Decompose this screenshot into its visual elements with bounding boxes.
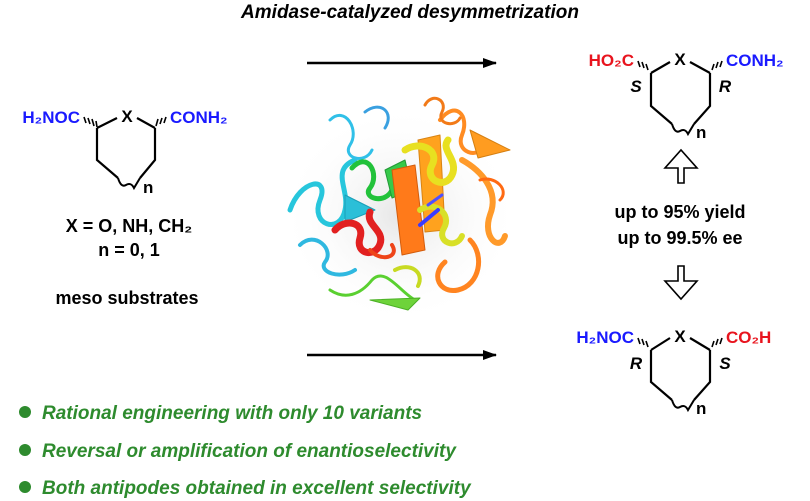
- product-bottom-hashed-wedges: [637, 337, 723, 348]
- substrate-structure: H₂NOC X CONH₂ n: [22, 107, 227, 197]
- product-top-right-stereo: R: [719, 77, 732, 96]
- substrate-ring-bonds: [95, 117, 157, 191]
- substrate-hashed-wedges: [83, 116, 167, 128]
- product-bottom-ring-index: n: [696, 399, 706, 418]
- substrate-ring-index: n: [143, 178, 153, 197]
- substrate-caption: meso substrates: [55, 288, 198, 308]
- product-bottom-structure: H₂NOC X CO₂H R S n: [576, 327, 771, 418]
- product-top-ring-index: n: [696, 123, 706, 142]
- enzyme-structure-image: [280, 96, 520, 325]
- bullet-dot-icon: [19, 444, 31, 456]
- product-bottom-left-stereo: R: [630, 354, 643, 373]
- product-bottom-right-group: CO₂H: [726, 328, 771, 347]
- substrate-x-definition: X = O, NH, CH₂: [66, 216, 193, 236]
- product-bottom-ring-bonds: [649, 337, 712, 413]
- substrate-right-group: CONH₂: [170, 108, 228, 127]
- arrow-up-icon: [663, 148, 699, 184]
- product-top-left-group: HO₂C: [589, 51, 634, 70]
- product-top-ring-bonds: [649, 61, 712, 137]
- scheme-title: Amidase-catalyzed desymmetrization: [240, 2, 579, 23]
- product-bottom-left-group: H₂NOC: [576, 328, 634, 347]
- result-yield: up to 95% yield: [614, 202, 745, 222]
- substrate-n-definition: n = 0, 1: [98, 240, 160, 260]
- product-bottom-right-stereo: S: [719, 354, 731, 373]
- product-top-left-stereo: S: [630, 77, 642, 96]
- highlight-item: Reversal or amplification of enantiosele…: [42, 441, 457, 462]
- product-top-ring-atom: X: [674, 50, 686, 69]
- highlight-item: Rational engineering with only 10 varian…: [42, 403, 422, 424]
- product-top-structure: HO₂C X CONH₂ S R n: [589, 50, 784, 142]
- bullet-dot-icon: [19, 406, 31, 418]
- product-bottom-ring-atom: X: [674, 327, 686, 346]
- bullet-dot-icon: [19, 481, 31, 493]
- substrate-left-group: H₂NOC: [22, 108, 80, 127]
- product-top-right-group: CONH₂: [726, 51, 784, 70]
- highlights-list: Rational engineering with only 10 varian…: [19, 403, 472, 499]
- highlight-item: Both antipodes obtained in excellent sel…: [42, 478, 472, 499]
- arrow-down-icon: [663, 265, 699, 301]
- substrate-ring-atom: X: [121, 107, 133, 126]
- result-ee: up to 99.5% ee: [617, 228, 742, 248]
- product-top-hashed-wedges: [637, 60, 723, 71]
